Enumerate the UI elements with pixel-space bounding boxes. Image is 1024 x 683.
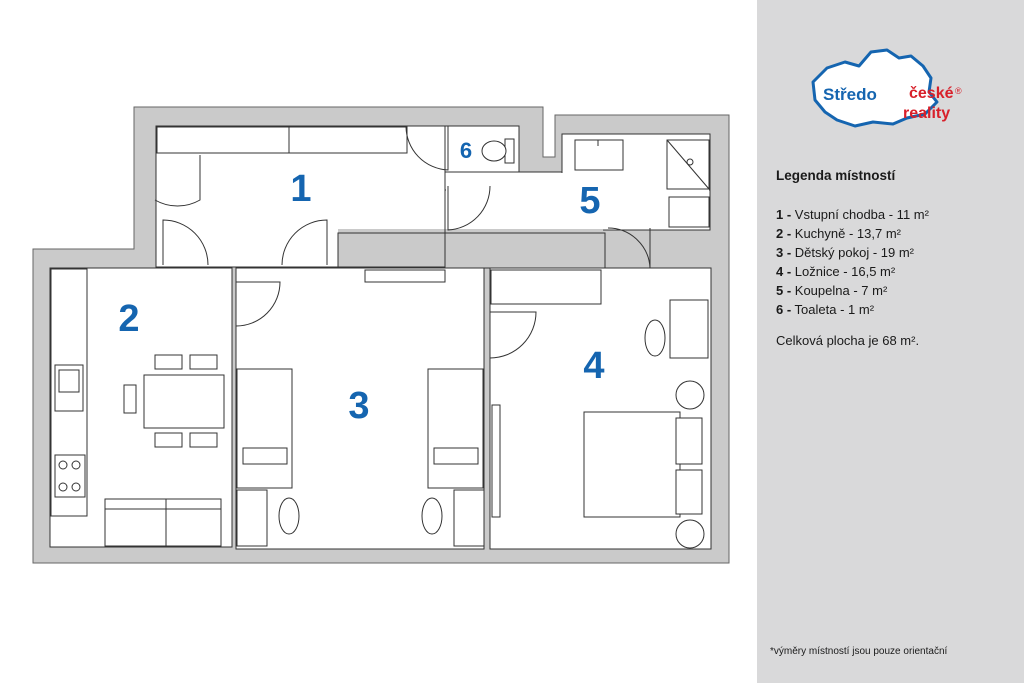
legend-item-number: 6 - bbox=[776, 302, 792, 317]
legend-item-text: Koupelna - 7 m² bbox=[791, 283, 888, 298]
room-numbers: 1 2 3 4 5 6 bbox=[118, 138, 604, 427]
room-number-3: 3 bbox=[348, 385, 369, 427]
legend-item: 6 - Toaleta - 1 m² bbox=[776, 300, 929, 319]
legend-item-text: Vstupní chodba - 11 m² bbox=[791, 207, 929, 222]
legend-panel: Středo české ® reality Legenda místností… bbox=[757, 0, 1024, 683]
logo-registered: ® bbox=[955, 86, 962, 96]
total-area: Celková plocha je 68 m². bbox=[776, 333, 920, 348]
company-logo: Středo české ® reality bbox=[811, 48, 962, 128]
legend-item-text: Ložnice - 16,5 m² bbox=[791, 264, 896, 279]
room-number-6: 6 bbox=[460, 138, 472, 163]
hallway-wardrobe bbox=[156, 126, 408, 154]
legend-item-number: 4 - bbox=[776, 264, 792, 279]
toilet-fixture bbox=[481, 138, 515, 164]
room-number-2: 2 bbox=[118, 298, 139, 340]
legend-item-text: Kuchyně - 13,7 m² bbox=[791, 226, 901, 241]
room-number-4: 4 bbox=[583, 345, 604, 387]
legend-item-number: 2 - bbox=[776, 226, 792, 241]
legend-item: 5 - Koupelna - 7 m² bbox=[776, 281, 929, 300]
legend-item: 4 - Ložnice - 16,5 m² bbox=[776, 262, 929, 281]
bedroom-furniture bbox=[490, 269, 709, 549]
kids-furniture bbox=[236, 269, 485, 547]
kitchen-counter bbox=[50, 268, 88, 517]
room-number-1: 1 bbox=[290, 168, 311, 210]
sofa bbox=[104, 498, 222, 547]
legend-list: 1 - Vstupní chodba - 11 m² 2 - Kuchyně -… bbox=[776, 205, 929, 319]
legend-item: 1 - Vstupní chodba - 11 m² bbox=[776, 205, 929, 224]
logo-word-stredo: Středo bbox=[823, 85, 877, 104]
legend-item-number: 5 - bbox=[776, 283, 792, 298]
floor-plan: 1 2 3 4 5 6 bbox=[32, 106, 730, 564]
floor-plan-area: 1 2 3 4 5 6 bbox=[32, 106, 730, 564]
doors bbox=[154, 125, 651, 359]
legend-item-number: 3 - bbox=[776, 245, 792, 260]
logo-word-reality: reality bbox=[903, 105, 950, 122]
footnote: *výměry místností jsou pouze orientační bbox=[770, 646, 948, 657]
logo-word-ceske: české bbox=[909, 85, 954, 102]
legend-item-text: Dětský pokoj - 19 m² bbox=[791, 245, 914, 260]
region-map-outline bbox=[811, 48, 939, 128]
legend-item: 2 - Kuchyně - 13,7 m² bbox=[776, 224, 929, 243]
legend-title: Legenda místností bbox=[776, 168, 896, 183]
legend-item-text: Toaleta - 1 m² bbox=[791, 302, 875, 317]
dining-table bbox=[123, 354, 225, 448]
room-number-5: 5 bbox=[579, 180, 600, 222]
legend-item-number: 1 - bbox=[776, 207, 792, 222]
bathroom-fixtures bbox=[574, 139, 710, 228]
legend-item: 3 - Dětský pokoj - 19 m² bbox=[776, 243, 929, 262]
